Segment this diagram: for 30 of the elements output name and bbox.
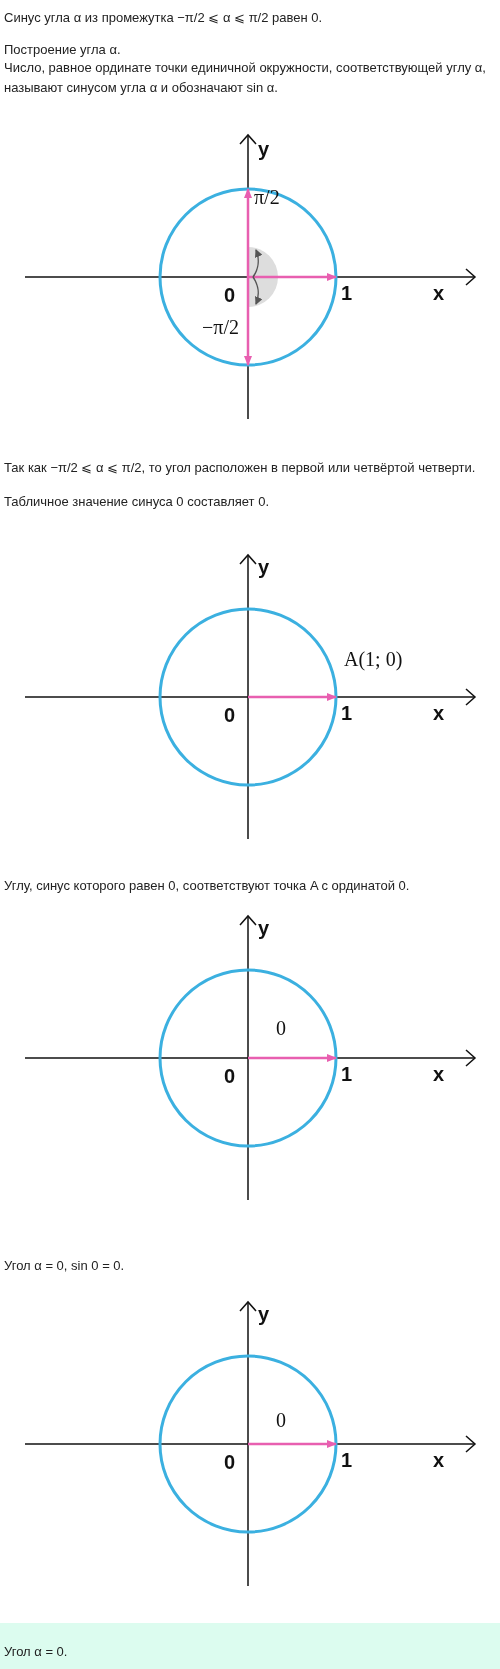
axis-label: x <box>433 1450 445 1470</box>
angle-label: −π/2 <box>202 317 239 337</box>
axis-label: y <box>258 557 270 577</box>
paragraph: Табличное значение синуса 0 составляет 0. <box>4 493 271 511</box>
axis-label: x <box>433 703 445 723</box>
angle-label: π/2 <box>254 187 280 207</box>
answer-text: Угол α = 0. <box>4 1642 68 1661</box>
paragraph: Угол α = 0, sin 0 = 0. <box>4 1257 126 1275</box>
paragraph: Синус угла α из промежутка −π/2 ⩽ α ⩽ π/2 равен 0. <box>4 9 324 27</box>
axis-label: y <box>258 918 270 938</box>
axis-label: 0 <box>224 1452 236 1472</box>
paragraph: Число, равное ординате точки единичной окружности, соответствующей углу α, называют синусом угла α и обозначают sin α. <box>4 59 487 97</box>
axis-label: y <box>258 139 270 159</box>
paragraph: Построение угла α. <box>4 41 122 59</box>
axis-label: y <box>258 1304 270 1324</box>
paragraph: Углу, синус которого равен 0, соответствуют точка A с ординатой 0. <box>4 877 411 895</box>
axis-label: 1 <box>341 283 353 303</box>
axis-label: 0 <box>224 1066 236 1086</box>
axis-label: 1 <box>341 1450 353 1470</box>
axis-label: 1 <box>341 1064 353 1084</box>
axis-label: x <box>433 283 445 303</box>
answer-panel <box>0 1623 500 1669</box>
axis-label: 0 <box>224 705 236 725</box>
axis-label: 1 <box>341 703 353 723</box>
angle-label: 0 <box>276 1018 286 1038</box>
axis-label: 0 <box>224 285 236 305</box>
paragraph: Так как −π/2 ⩽ α ⩽ π/2, то угол расположен в первой или четвёртой четверти. <box>4 459 477 477</box>
axis-label: x <box>433 1064 445 1084</box>
angle-label: 0 <box>276 1410 286 1430</box>
angle-label: A(1; 0) <box>344 649 403 669</box>
